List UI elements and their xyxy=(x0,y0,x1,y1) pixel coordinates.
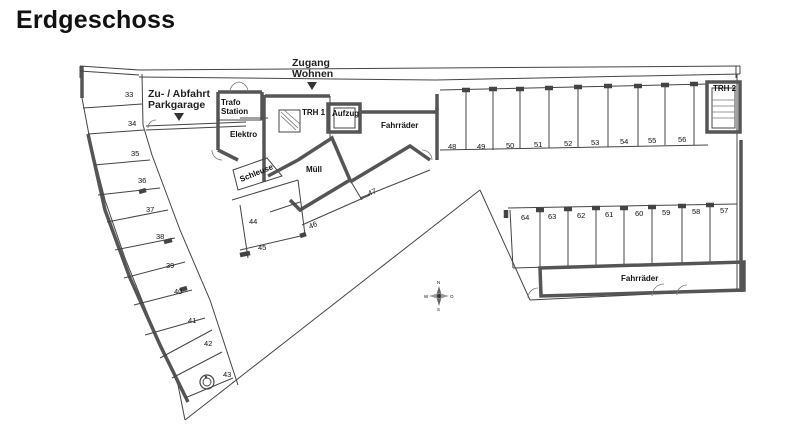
compass-o: O xyxy=(450,294,454,299)
label-muell: Müll xyxy=(306,165,322,174)
label-fahrraeder-lower: Fahrräder xyxy=(621,274,658,283)
space-61: 61 xyxy=(605,210,613,219)
compass-rose-icon: N O S W xyxy=(424,280,454,312)
space-37: 37 xyxy=(146,205,154,214)
label-trafo: Trafo xyxy=(221,98,241,107)
space-56: 56 xyxy=(678,135,686,144)
left-parking-strip xyxy=(82,73,239,403)
space-51: 51 xyxy=(534,140,542,149)
label-station: Station xyxy=(221,107,248,116)
space-57: 57 xyxy=(720,206,728,215)
label-elektro: Elektro xyxy=(230,130,257,139)
zugang-arrow-icon xyxy=(307,82,317,90)
space-39: 39 xyxy=(166,261,174,270)
right-lower-parking xyxy=(503,202,746,299)
space-49: 49 xyxy=(477,142,485,151)
label-wohnen: Wohnen xyxy=(292,68,333,80)
space-63: 63 xyxy=(548,212,556,221)
label-trh2: TRH 2 xyxy=(713,84,737,93)
space-50: 50 xyxy=(506,141,514,150)
compass-s: S xyxy=(437,307,440,312)
access-arrows xyxy=(174,82,317,121)
space-55: 55 xyxy=(648,136,656,145)
label-schleuse: Schleuse xyxy=(238,162,274,184)
space-46: 46 xyxy=(307,219,318,230)
space-40: 40 xyxy=(174,287,182,296)
compass-n: N xyxy=(437,280,440,285)
space-54: 54 xyxy=(620,137,628,146)
space-36: 36 xyxy=(138,176,146,185)
space-34: 34 xyxy=(128,119,136,128)
space-47: 47 xyxy=(366,186,377,197)
label-zugang: Zugang xyxy=(292,57,330,69)
right-upper-parking xyxy=(435,80,742,151)
space-59: 59 xyxy=(662,208,670,217)
page-title: Erdgeschoss xyxy=(16,6,176,34)
door-swings xyxy=(147,81,433,161)
space-42: 42 xyxy=(204,339,212,348)
label-trh1: TRH 1 xyxy=(302,108,326,117)
space-53: 53 xyxy=(591,138,599,147)
parking-numbers: 33 34 35 36 37 38 39 40 41 42 43 44 45 4… xyxy=(125,90,728,379)
space-41: 41 xyxy=(188,316,196,325)
space-35: 35 xyxy=(131,149,139,158)
space-52: 52 xyxy=(564,139,572,148)
space-33: 33 xyxy=(125,90,133,99)
label-fahrraeder-upper: Fahrräder xyxy=(381,121,418,130)
space-45: 45 xyxy=(258,243,266,252)
label-zufahrt: Zu- / Abfahrt xyxy=(148,88,211,100)
compass-w: W xyxy=(424,294,429,299)
space-44: 44 xyxy=(249,217,257,226)
wheelchair-icon xyxy=(199,374,215,390)
space-58: 58 xyxy=(692,207,700,216)
space-60: 60 xyxy=(635,209,643,218)
space-48: 48 xyxy=(448,142,456,151)
space-43: 43 xyxy=(223,370,231,379)
central-core xyxy=(145,90,439,259)
zufahrt-arrow-icon xyxy=(174,113,184,121)
label-parkgarage: Parkgarage xyxy=(148,99,205,111)
label-aufzug: Aufzug xyxy=(332,109,359,118)
space-62: 62 xyxy=(577,211,585,220)
space-38: 38 xyxy=(156,232,164,241)
space-64: 64 xyxy=(521,213,529,222)
